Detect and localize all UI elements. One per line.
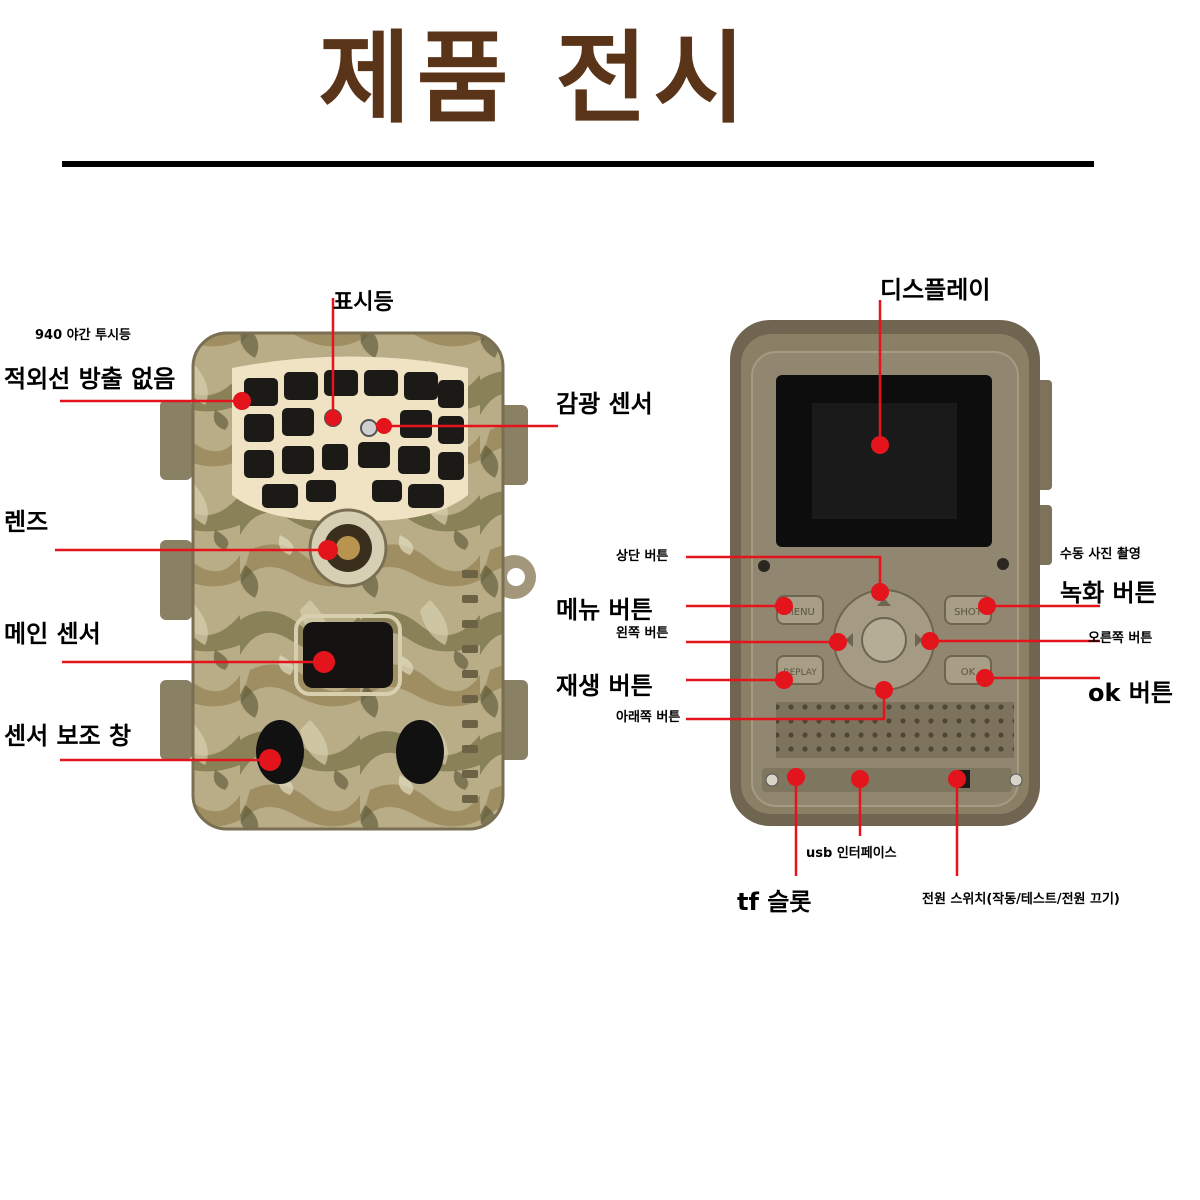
- label-menu-button: 메뉴 버튼: [556, 596, 653, 624]
- label-play-button: 재생 버튼: [556, 672, 653, 700]
- label-manual-photo: 수동 사진 촬영: [1060, 547, 1141, 562]
- label-right-button: 오른쪽 버튼: [1088, 631, 1153, 646]
- pointer-lines: [55, 298, 1100, 876]
- label-lens: 렌즈: [4, 508, 49, 536]
- back-camera: MENU REPLAY SHOT OK: [730, 320, 1052, 826]
- label-display: 디스플레이: [880, 276, 991, 304]
- label-aux-window: 센서 보조 창: [4, 722, 132, 750]
- label-indicator: 표시등: [333, 290, 394, 315]
- label-940-night-vision: 940 야간 투시등: [35, 328, 131, 343]
- label-ok-button: ok 버튼: [1088, 679, 1173, 707]
- label-down-button: 아래쪽 버튼: [616, 710, 681, 725]
- label-infrared: 적외선 방출 없음: [4, 365, 176, 393]
- front-camera: [160, 331, 536, 831]
- label-light-sensor: 감광 센서: [556, 390, 653, 418]
- pointer-dots: [233, 392, 996, 788]
- label-left-button: 왼쪽 버튼: [616, 626, 669, 641]
- label-up-button: 상단 버튼: [616, 549, 669, 564]
- label-tf-slot: tf 슬롯: [737, 888, 812, 916]
- shot-button-text: SHOT: [954, 607, 983, 618]
- ok-button-text: OK: [961, 667, 976, 678]
- replay-button-text: REPLAY: [783, 668, 817, 678]
- page-title: 제품 전시: [318, 20, 752, 137]
- label-record-button: 녹화 버튼: [1060, 579, 1157, 607]
- label-power-switch: 전원 스위치(작동/테스트/전원 끄기): [922, 892, 1120, 907]
- label-main-sensor: 메인 센서: [4, 620, 101, 648]
- menu-button-text: MENU: [785, 607, 815, 618]
- title-divider: [62, 161, 1094, 167]
- label-usb: usb 인터페이스: [806, 846, 897, 861]
